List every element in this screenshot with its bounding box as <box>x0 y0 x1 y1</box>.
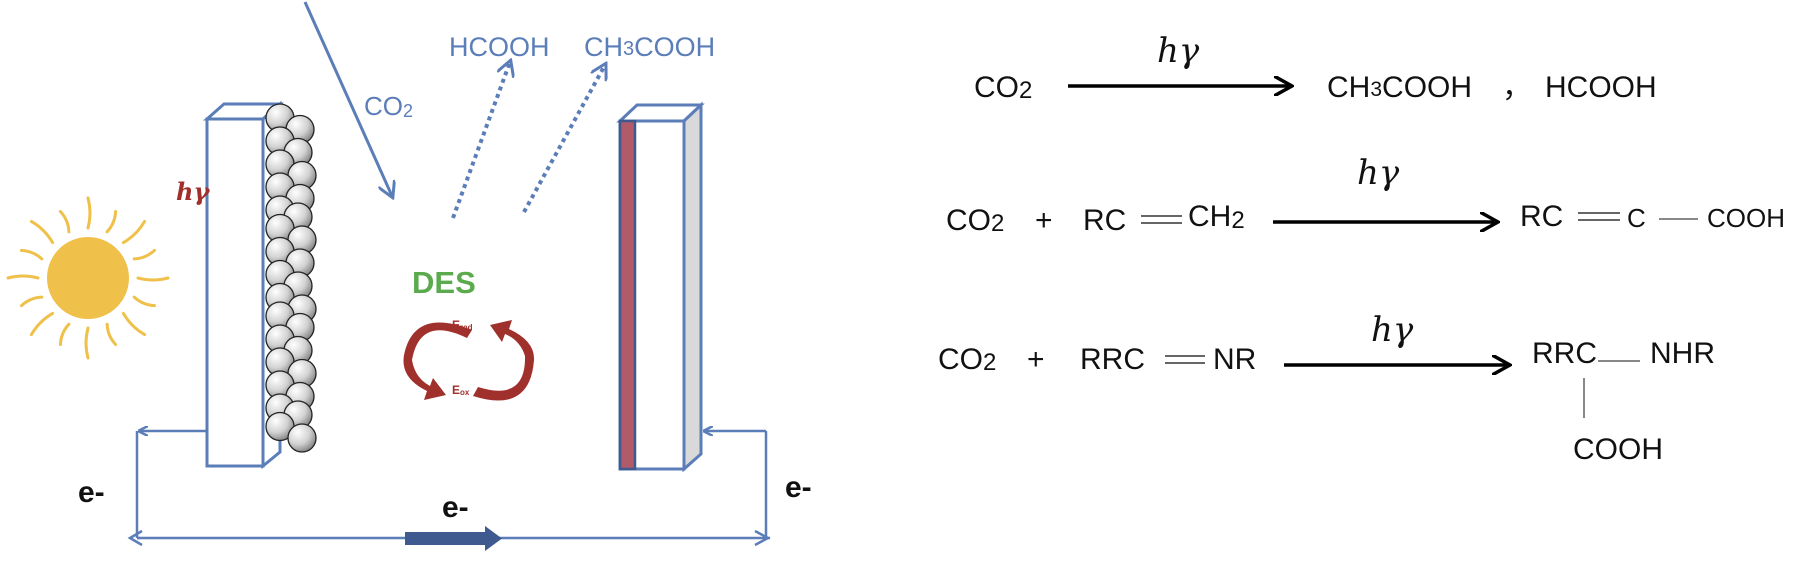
sun-icon <box>6 196 170 360</box>
sun-ray <box>121 311 147 337</box>
product-cooh: COOH <box>1573 433 1663 466</box>
reactant-co2: CO2 <box>938 343 996 376</box>
light-energy-label: hγ <box>176 177 210 206</box>
sun-ray <box>84 326 90 360</box>
product-formic-acid-label: HCOOH <box>449 32 550 62</box>
reactant-alkene-ch2: CH2 <box>1188 200 1245 234</box>
catalyst-particles <box>265 103 317 453</box>
reactant-alkene-rc: RC <box>1083 204 1126 237</box>
electron-label-bottom: e- <box>442 491 469 524</box>
sun-ray <box>29 219 55 245</box>
co2-inflow-label: CO2 <box>364 91 413 121</box>
reduction-potential-label: Ered <box>452 318 473 332</box>
product-formic-acid: HCOOH <box>1545 71 1657 104</box>
reactant-co2: CO2 <box>974 71 1032 104</box>
sun-ray <box>105 210 118 234</box>
sun-ray <box>20 295 44 308</box>
reactant-imine-nr: NR <box>1213 343 1256 376</box>
current-direction-arrow <box>405 526 502 551</box>
product-rc: RC <box>1520 200 1563 233</box>
reaction-2: CO2 + RC CH2 hγ RC C COOH <box>946 153 1785 237</box>
electron-label-right: e- <box>785 471 812 504</box>
light-energy-label: hγ <box>1157 31 1200 71</box>
sun-ray <box>136 276 170 282</box>
co2-inflow-arrow <box>303 1 392 196</box>
catalyst-particle <box>287 423 317 453</box>
redox-cycle-icon <box>403 320 535 401</box>
product-rrc: RRC <box>1532 337 1597 370</box>
sun-ray <box>105 322 118 346</box>
sun-ray <box>58 210 71 234</box>
sun-ray <box>20 248 44 261</box>
electrolyte-label: DES <box>412 265 476 300</box>
sun-ray <box>86 196 92 230</box>
product-outflow-arrows <box>451 62 605 219</box>
sun-ray <box>58 322 71 346</box>
product-cooh: COOH <box>1707 203 1785 233</box>
plus-sign: + <box>1027 343 1045 376</box>
reactant-imine-rrc: RRC <box>1080 343 1145 376</box>
product-acetic-acid: CH3COOH <box>1327 71 1472 104</box>
right-electrode <box>616 101 705 473</box>
product-c: C <box>1627 203 1646 233</box>
reaction-1: CO2 hγ CH3COOH ， HCOOH <box>974 31 1657 104</box>
oxidation-potential-label: Eox <box>452 383 470 397</box>
product-nhr: NHR <box>1650 337 1715 370</box>
light-energy-label: hγ <box>1357 153 1400 193</box>
reactant-co2: CO2 <box>946 204 1004 237</box>
sun-ray <box>6 274 40 280</box>
sun-ray <box>121 219 147 245</box>
product-acetic-acid-label: CH3COOH <box>584 32 715 62</box>
plus-sign: + <box>1035 204 1053 237</box>
sun-ray <box>132 295 156 308</box>
light-energy-label: hγ <box>1371 310 1414 350</box>
sun-ray <box>29 311 55 337</box>
external-circuit <box>127 431 771 551</box>
product-separator: ， <box>1502 71 1532 104</box>
electron-label-left: e- <box>78 476 105 509</box>
sun-ray <box>132 248 156 261</box>
reaction-3: CO2 + RRC NR hγ RRC NHR COOH <box>938 310 1715 466</box>
